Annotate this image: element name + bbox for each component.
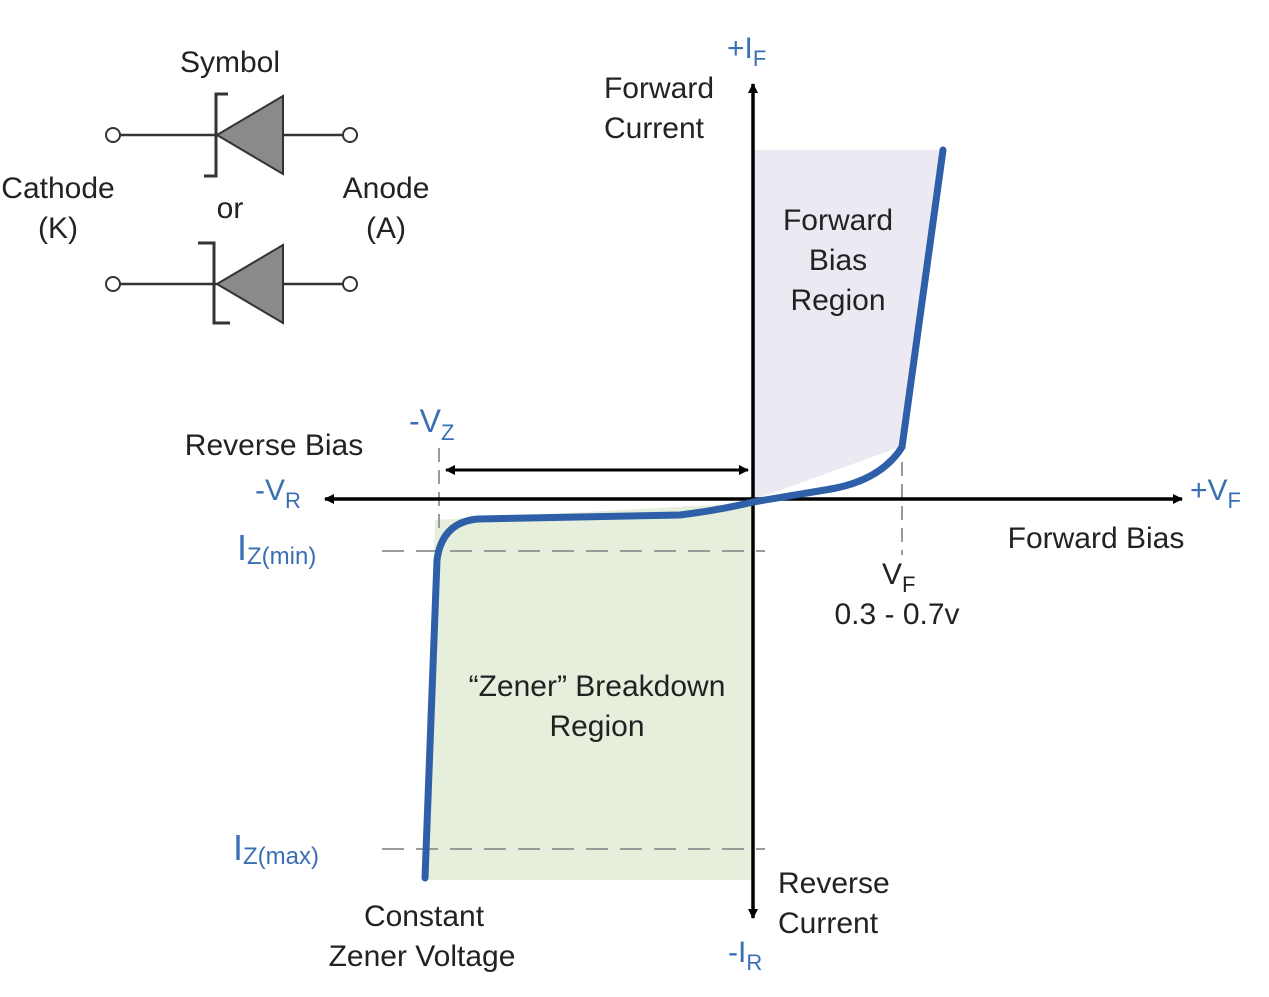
- forward-bias-region-label-2: Bias: [809, 244, 867, 277]
- minus-vr-label: -VR: [255, 474, 301, 513]
- cathode-terminal-icon: [105, 276, 121, 292]
- zener-symbol-2: [105, 241, 358, 325]
- vf-range-label: 0.3 - 0.7v: [834, 598, 959, 631]
- anode-terminal-icon: [342, 127, 358, 143]
- iz-min-label: IZ(min): [237, 527, 316, 570]
- forward-bias-axis-label: Forward Bias: [1008, 522, 1185, 555]
- forward-bias-region-label: Forward: [783, 204, 893, 237]
- symbol-title: Symbol: [180, 46, 280, 79]
- zener-symbol-1: [105, 92, 358, 178]
- diode-triangle-icon: [215, 243, 284, 325]
- anode-label: Anode: [343, 172, 430, 205]
- vf-label: VF: [882, 558, 915, 597]
- forward-bias-region-label-3: Region: [790, 284, 885, 317]
- forward-current-label: Forward: [604, 72, 714, 105]
- or-label: or: [217, 192, 244, 225]
- reverse-current-label: Reverse: [778, 867, 890, 900]
- minus-ir-label: -IR: [728, 936, 762, 975]
- constant-zener-label: Constant: [364, 900, 485, 933]
- reverse-bias-axis-label: Reverse Bias: [185, 429, 363, 462]
- forward-current-label-2: Current: [604, 112, 705, 145]
- reverse-current-label-2: Current: [778, 907, 879, 940]
- vz-label: -VZ: [409, 403, 454, 445]
- iv-characteristic-curve: [421, 146, 947, 882]
- zener-region-label-2: Region: [549, 710, 644, 743]
- zener-bar-icon: [204, 92, 228, 178]
- constant-zener-label-2: Zener Voltage: [329, 940, 516, 973]
- zener-region-label: “Zener” Breakdown: [469, 670, 726, 703]
- forward-bias-region: [753, 150, 943, 500]
- diode-triangle-icon: [215, 94, 284, 176]
- zener-breakdown-region: [424, 503, 753, 880]
- cathode-abbrev: (K): [38, 212, 78, 245]
- plus-if-label: +IF: [727, 32, 766, 71]
- cathode-label: Cathode: [1, 172, 114, 205]
- anode-abbrev: (A): [366, 212, 406, 245]
- zener-bar-icon: [198, 241, 230, 325]
- cathode-terminal-icon: [105, 127, 121, 143]
- iz-max-label: IZ(max): [233, 827, 319, 870]
- anode-terminal-icon: [342, 276, 358, 292]
- plus-vf-label: +VF: [1190, 474, 1241, 513]
